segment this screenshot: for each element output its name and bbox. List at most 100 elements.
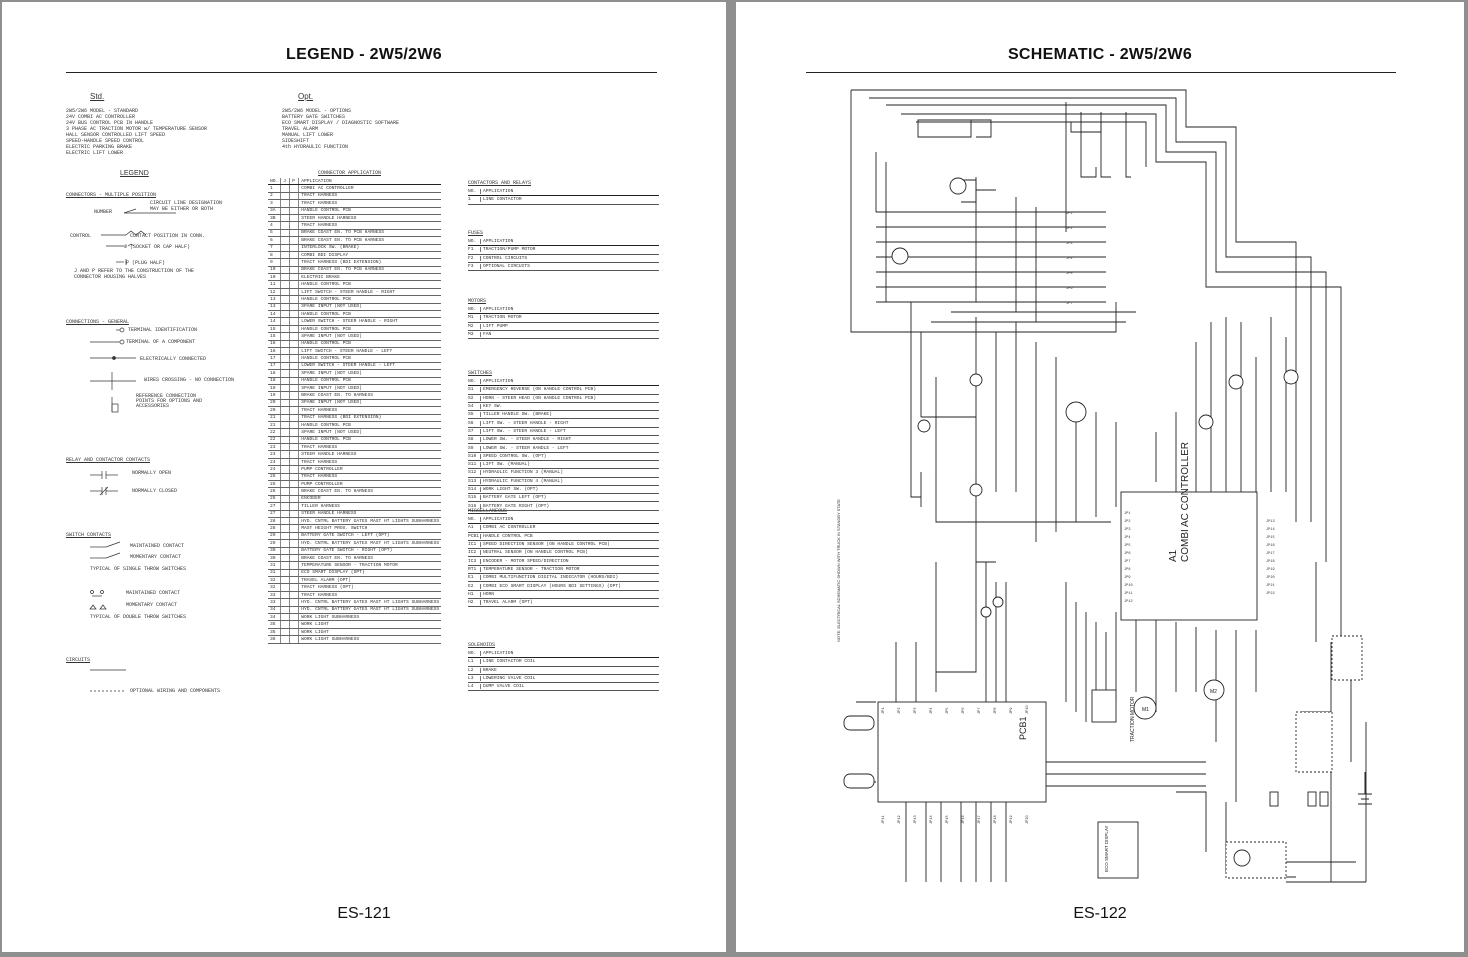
- connector-j-cell: [280, 317, 291, 326]
- connector-number: 7: [268, 244, 282, 252]
- connector-application: BRAKE COAST EN. TO PCB HARNESS: [298, 266, 442, 275]
- switch-circle-1: [969, 373, 983, 387]
- connector-number: 26: [268, 487, 282, 496]
- connector-j-cell: [280, 547, 291, 555]
- connector-p-cell: [289, 436, 300, 445]
- application-code: M3: [468, 332, 481, 338]
- connector-j-cell: [280, 583, 291, 592]
- application-header-no: NO.: [468, 307, 481, 313]
- application-code: L1: [468, 659, 481, 665]
- connector-j-cell: [280, 465, 291, 474]
- connector-p-cell: [289, 414, 300, 422]
- application-text: DUMP VALVE COIL: [483, 684, 525, 690]
- wire-tick-label: JP10: [1124, 584, 1133, 588]
- wire-tick-label: JP15: [946, 815, 950, 824]
- std-model-line: ELECTRIC PARKING BRAKE: [66, 144, 133, 150]
- connector-p-cell: [289, 606, 300, 615]
- wire-tick-label: JP9: [1010, 708, 1014, 714]
- application-group-title: MOTORS: [468, 298, 487, 304]
- connector-number: 10: [268, 273, 282, 282]
- connector-application: TRACT HARNESS (BDI EXTENSION): [298, 258, 442, 267]
- connector-application: TRACT HARNESS (OPT): [298, 583, 442, 592]
- application-code: S1: [468, 387, 481, 393]
- wire-tick-label: JP8: [994, 708, 998, 714]
- connector-p-cell: [289, 591, 300, 600]
- connector-number: 32: [268, 576, 282, 585]
- connector-application: TRACT HARNESS: [298, 591, 442, 600]
- legend-page-title: LEGEND - 2W5/2W6: [286, 46, 442, 63]
- wire-tick-label: JP19: [1010, 815, 1014, 824]
- application-header-no: NO.: [468, 239, 481, 245]
- connector-block: [1091, 689, 1117, 723]
- connector-application: ECO SMART DISPLAY (OPT): [298, 569, 442, 578]
- application-text: HANDLE CONTROL PCB: [483, 533, 533, 539]
- connector-application: HANDLE CONTROL PCB: [298, 207, 442, 215]
- connector-p-cell: [289, 251, 300, 260]
- legend-symbol-text: CONTROL: [70, 233, 92, 239]
- connector-number: 23: [268, 450, 282, 459]
- connector-number: 24: [268, 465, 282, 474]
- opt-model-line: ECO SMART DISPLAY / DIAGNOSTIC SOFTWARE: [282, 120, 400, 126]
- legend-symbol-text: MAINTAINED CONTACT: [130, 543, 185, 549]
- connector-header-cell: APPLICATION: [298, 178, 442, 186]
- connector-application: WORK LIGHT: [298, 620, 442, 629]
- opt-heading: Opt.: [298, 92, 314, 101]
- connector-table-title: CONNECTOR APPLICATION: [318, 170, 382, 176]
- wire-tick-label: JP17: [978, 815, 982, 824]
- connector-number: 34: [268, 613, 282, 622]
- application-header-app: APPLICATION: [483, 307, 514, 313]
- opt-model-line: BATTERY GATE SWITCHES: [282, 114, 346, 120]
- application-header-row: NO.APPLICATION: [468, 650, 659, 659]
- connector-j-cell: [280, 325, 291, 334]
- application-text: HORN: [483, 591, 495, 597]
- connector-application: TRACT HARNESS: [298, 199, 442, 208]
- title-rule: [66, 72, 657, 73]
- application-code: RT1: [468, 566, 481, 572]
- connector-j-cell: [280, 377, 291, 385]
- application-header-app: APPLICATION: [483, 517, 514, 523]
- connector-circle-a: [992, 596, 1004, 608]
- application-text: KEY SW.: [483, 404, 503, 410]
- connector-number: 30: [268, 554, 282, 563]
- connector-j-cell: [280, 214, 291, 223]
- application-text: BRAKE: [483, 667, 497, 673]
- application-code: L3: [468, 676, 481, 682]
- application-header-no: NO.: [468, 517, 481, 523]
- application-group-title: CONTACTORS AND RELAYS: [468, 180, 532, 186]
- connector-application: TILLER HARNESS: [298, 502, 442, 511]
- connector-number: 24: [268, 458, 282, 467]
- legend-symbol-text: WIRES CROSSING - NO CONNECTION: [144, 377, 235, 383]
- pump-motor-symbol: [1203, 679, 1225, 701]
- connector-j-cell: [280, 399, 291, 408]
- connector-application: BRAKE COAST EN. TO HARNESS: [298, 487, 442, 496]
- fuse-f3: [1319, 791, 1329, 807]
- application-text: LOWER SW. - STEER HANDLE - RIGHT: [483, 437, 572, 443]
- connector-application: TRAVEL ALARM (OPT): [298, 576, 442, 585]
- display-block: [1097, 821, 1139, 879]
- controller-id-label: A1: [1168, 549, 1179, 562]
- application-text: HORN - STEER HEAD (ON HANDLE CONTROL PCB…: [483, 395, 597, 401]
- wire-tick-label: JP16: [962, 815, 966, 824]
- connector-p-cell: [289, 495, 300, 504]
- connector-j-cell: [280, 280, 291, 289]
